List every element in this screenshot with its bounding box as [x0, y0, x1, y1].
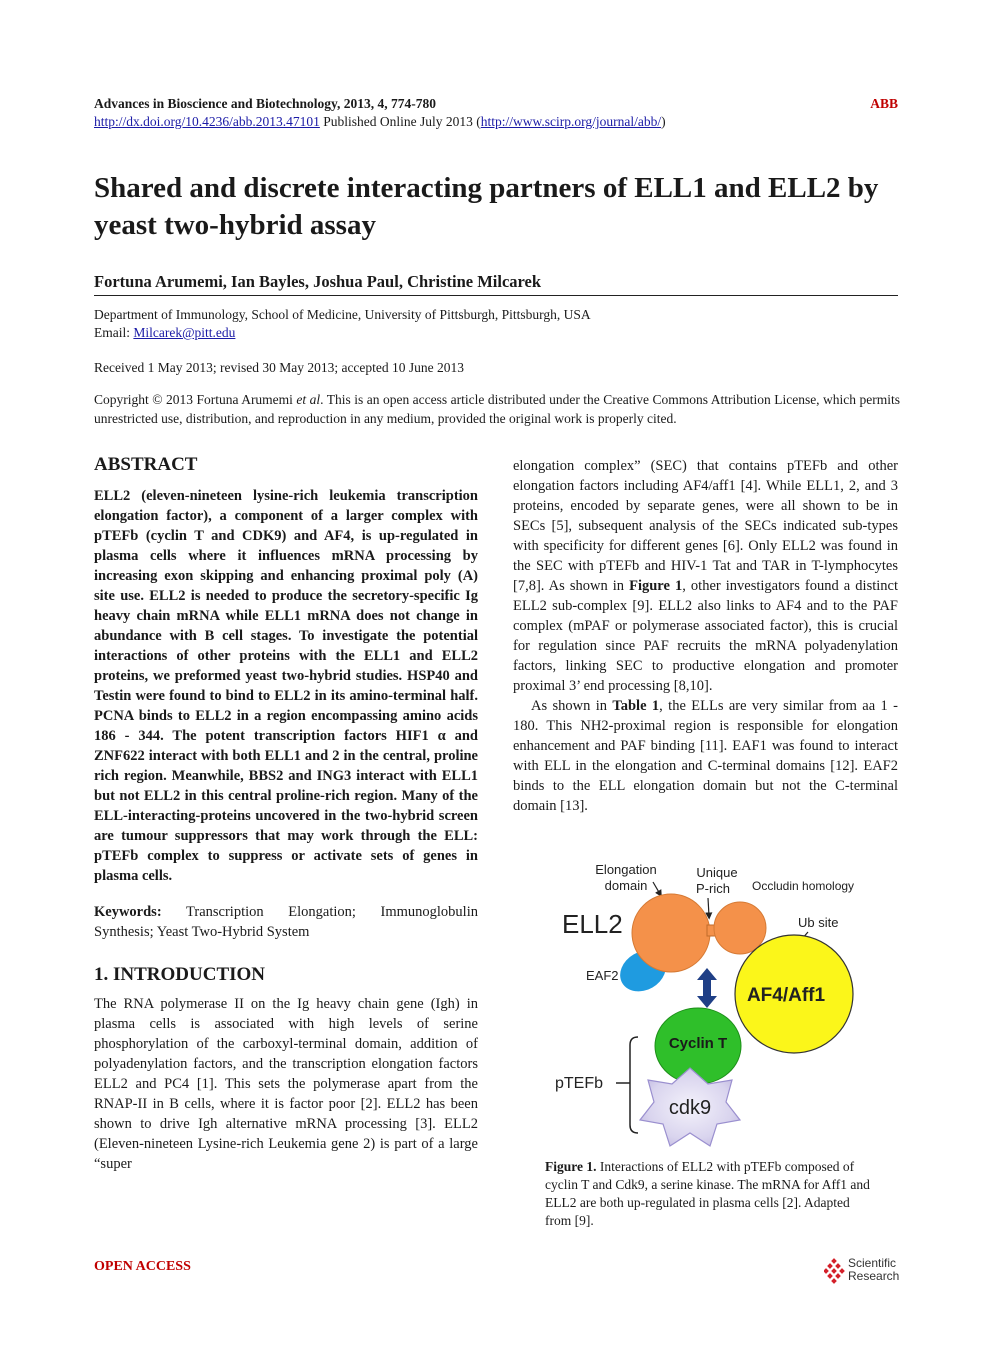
logo-text-line-1: Scientific: [848, 1256, 897, 1270]
interaction-arrow: [697, 968, 717, 1008]
logo-text-line-2: Research: [848, 1269, 900, 1283]
figure-ref[interactable]: Figure 1: [629, 578, 683, 594]
copyright-post: . This is an open access article distrib…: [94, 392, 901, 426]
close-paren: ): [661, 114, 666, 129]
email-line: Email: Milcarek@pitt.edu: [94, 324, 235, 341]
ptefb-bracket: [629, 1036, 639, 1134]
elongation-pointer: [652, 881, 662, 898]
received-dates: Received 1 May 2013; revised 30 May 2013…: [94, 360, 465, 375]
keywords-label: Keywords:: [94, 904, 162, 920]
running-header: Advances in Bioscience and Biotechnology…: [94, 96, 898, 130]
p1-part-b: , other investigators found a distinct E…: [513, 578, 898, 694]
caption-text: Interactions of ELL2 with pTEFb composed…: [545, 1159, 870, 1228]
right-column: elongation complex” (SEC) that contains …: [513, 456, 898, 816]
label-cdk9: cdk9: [669, 1097, 711, 1119]
caption-label: Figure 1.: [545, 1159, 597, 1174]
copyright-notice: Copyright © 2013 Fortuna Arumemi et al. …: [94, 390, 900, 428]
figure-caption: Figure 1. Interactions of ELL2 with pTEF…: [545, 1158, 875, 1230]
email-link[interactable]: Milcarek@pitt.edu: [133, 325, 236, 340]
journal-abbrev: ABB: [870, 96, 898, 111]
open-access-label: OPEN ACCESS: [94, 1259, 191, 1274]
af4-shape: [734, 934, 854, 1054]
label-eaf2: EAF2: [586, 968, 619, 983]
journal-citation: Advances in Bioscience and Biotechnology…: [94, 96, 437, 111]
ell2-elongation-domain-shape: [631, 893, 711, 973]
ell2-occludin-shape: [713, 901, 767, 955]
abstract-heading: ABSTRACT: [94, 454, 198, 475]
journal-url-link[interactable]: http://www.scirp.org/journal/abb/: [480, 114, 662, 129]
unique-pointer: [705, 897, 713, 920]
copyright-pre: Copyright © 2013 Fortuna Arumemi: [94, 392, 297, 407]
email-label: Email:: [94, 325, 134, 340]
label-elongation-domain-2: domain: [605, 878, 648, 893]
label-af4: AF4/Aff1: [747, 985, 826, 1006]
logo-text: Scientific Research: [848, 1257, 899, 1283]
label-cyclin-t: Cyclin T: [669, 1035, 727, 1052]
label-unique-2: P-rich: [696, 881, 730, 896]
copyright-etal: et al: [296, 392, 321, 407]
logo-diamond-icon: [824, 1258, 845, 1284]
intro-paragraph: The RNA polymerase II on the Ig heavy ch…: [94, 996, 478, 1172]
p1-part-a: elongation complex” (SEC) that contains …: [513, 458, 898, 594]
paper-title: Shared and discrete interacting partners…: [94, 172, 879, 241]
affiliation: Department of Immunology, School of Medi…: [94, 307, 591, 322]
right-paragraph-1: elongation complex” (SEC) that contains …: [513, 456, 898, 696]
left-column: ABSTRACT ELL2 (eleven-nineteen lysine-ri…: [94, 454, 478, 1174]
scientific-research-logo[interactable]: [824, 1255, 904, 1289]
title-divider: [94, 295, 898, 296]
abstract-text: ELL2 (eleven-nineteen lysine-rich leukem…: [94, 488, 478, 884]
label-ptefb: pTEFb: [555, 1075, 603, 1092]
doi-line: http://dx.doi.org/10.4236/abb.2013.47101…: [94, 114, 898, 130]
label-elongation-domain-1: Elongation: [595, 862, 656, 877]
table-ref[interactable]: Table 1: [612, 698, 660, 714]
p2-part-b: , the ELLs are very similar from aa 1 - …: [513, 698, 898, 814]
figure-1-diagram: Elongation domain Unique P-rich Occludin…: [555, 862, 854, 1147]
label-unique-1: Unique: [696, 865, 737, 880]
cdk9-shape: [638, 1067, 742, 1147]
p2-part-a: As shown in: [531, 698, 613, 714]
author-list: Fortuna Arumemi, Ian Bayles, Joshua Paul…: [94, 272, 542, 291]
published-text: Published Online July 2013 (: [319, 114, 481, 129]
doi-link[interactable]: http://dx.doi.org/10.4236/abb.2013.47101: [94, 114, 320, 129]
right-paragraph-2: As shown in Table 1, the ELLs are very s…: [513, 696, 898, 816]
keywords: Keywords: Transcription Elongation; Immu…: [94, 902, 478, 942]
keywords-text: Transcription Elongation; Immunoglobulin…: [94, 904, 478, 940]
intro-heading: 1. INTRODUCTION: [94, 964, 266, 985]
label-occludin: Occludin homology: [752, 879, 854, 893]
label-ub-site: Ub site: [798, 915, 838, 930]
label-ell2: ELL2: [562, 909, 623, 939]
